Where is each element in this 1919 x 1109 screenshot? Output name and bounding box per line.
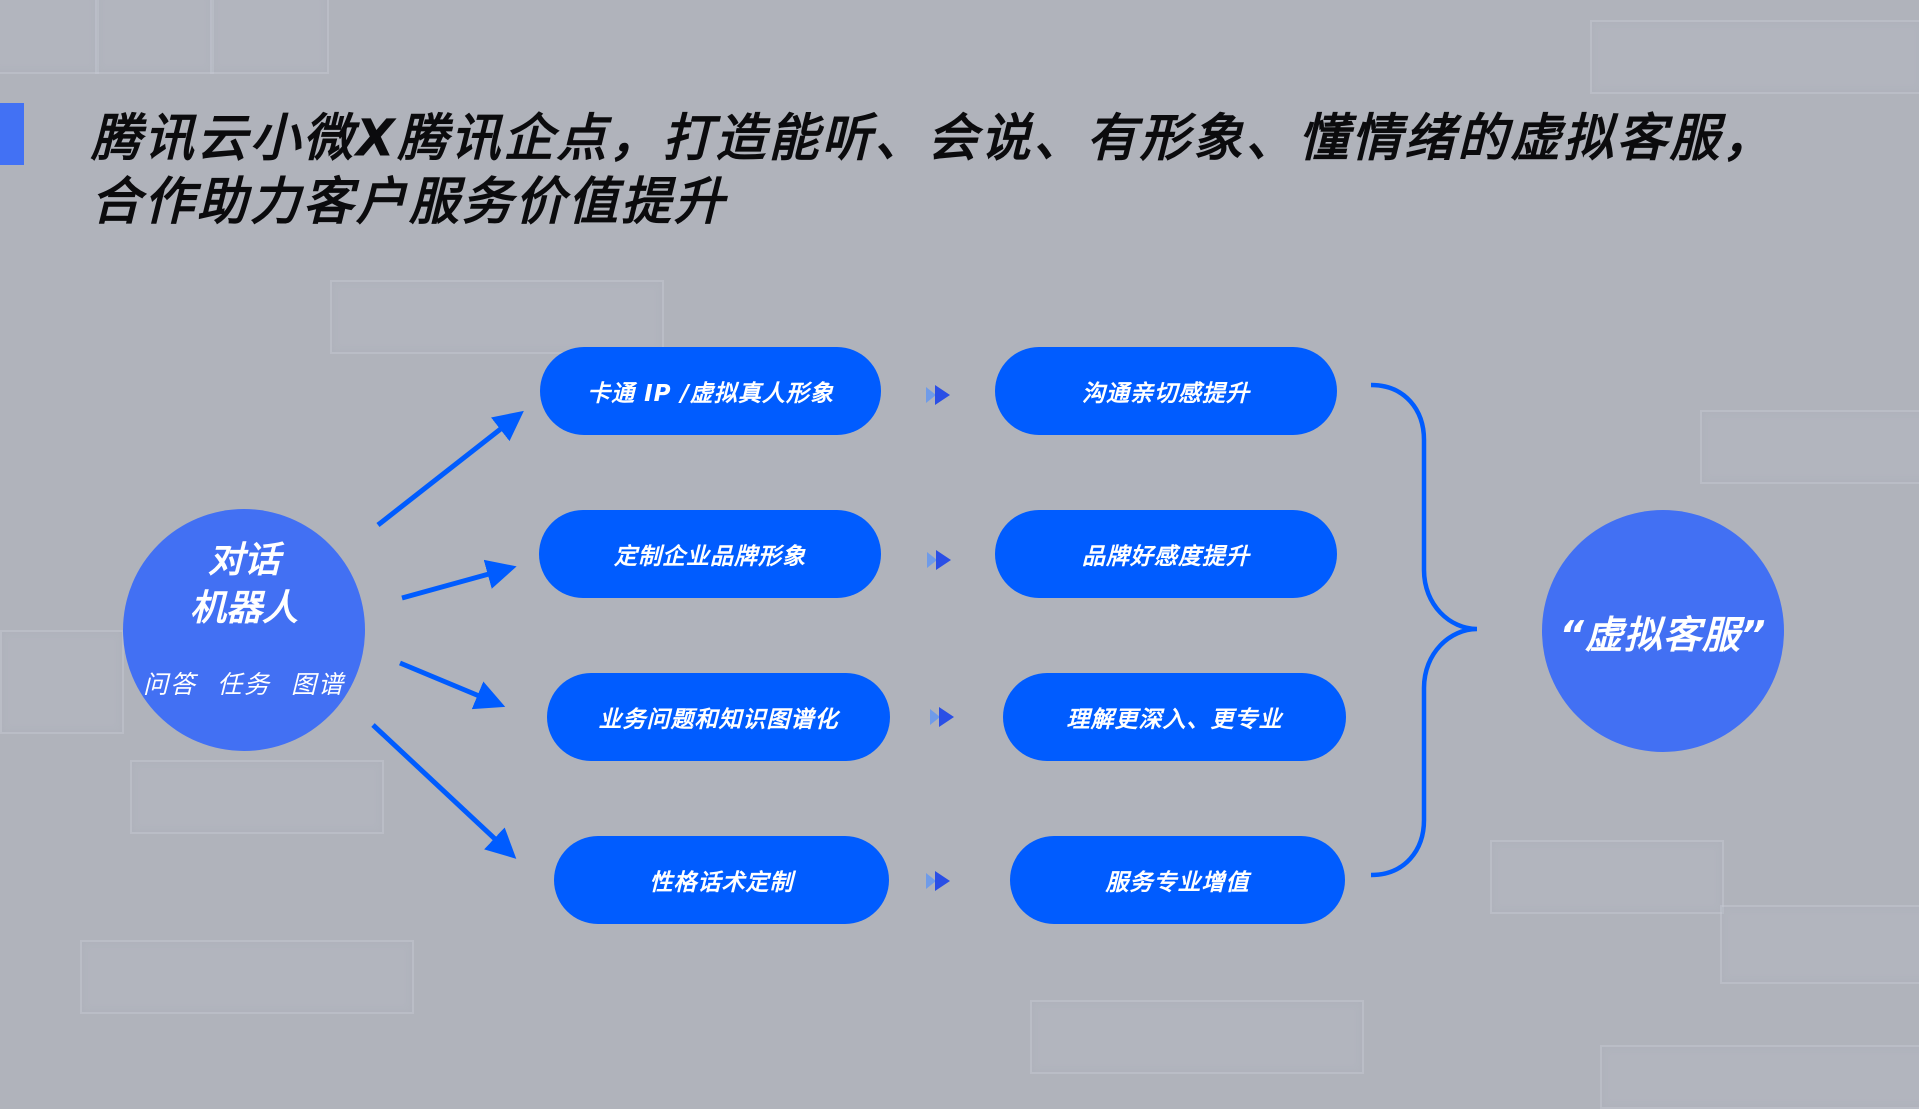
benefit-pill-communication[interactable]: 沟通亲切感提升 <box>995 347 1337 435</box>
arrow-icon <box>401 559 517 601</box>
page-title-line-2: 合作助力客户服务价值提升 <box>91 172 727 232</box>
result-node-label: “虚拟客服” <box>1559 612 1767 657</box>
feature-pill-knowledge-graph[interactable]: 业务问题和知识图谱化 <box>547 673 890 761</box>
result-node-virtual-agent: “虚拟客服” <box>1542 510 1784 752</box>
virtual-agent-flow-diagram: 对话 机器人 问答 任务 图谱 卡通 IP /虚拟真人形象 定制企业品牌形象 业… <box>123 347 1784 924</box>
double-chevron-right-icon <box>930 707 954 727</box>
page-title-line-1: 腾讯云小微X腾讯企点，打造能听、会说、有形象、懂情绪的虚拟客服， <box>91 108 1776 168</box>
benefit-pill-deeper-understanding[interactable]: 理解更深入、更专业 <box>1003 673 1346 761</box>
connector-lines <box>371 382 1478 878</box>
arrow-icon <box>399 660 506 710</box>
right-curly-brace <box>1370 382 1478 878</box>
feature-pill-personality-script[interactable]: 性格话术定制 <box>554 836 889 924</box>
source-node-capabilities: 问答 任务 图谱 <box>143 670 345 699</box>
source-node-title: 对话 机器人 <box>189 540 298 629</box>
benefit-pill-service-value[interactable]: 服务专业增值 <box>1010 836 1345 924</box>
title-accent-bar <box>0 103 24 165</box>
feature-pill-brand-image[interactable]: 定制企业品牌形象 <box>539 510 881 598</box>
double-chevron-right-icon <box>927 550 951 570</box>
page-title: 腾讯云小微X腾讯企点，打造能听、会说、有形象、懂情绪的虚拟客服， 合作助力客户服… <box>91 107 1851 233</box>
arrow-icon <box>371 723 517 859</box>
source-node-dialogue-robot: 对话 机器人 问答 任务 图谱 <box>123 509 365 751</box>
arrow-icon <box>376 410 524 527</box>
benefit-pill-brand-favorability[interactable]: 品牌好感度提升 <box>995 510 1337 598</box>
feature-pill-cartoon-ip[interactable]: 卡通 IP /虚拟真人形象 <box>540 347 881 435</box>
double-chevron-right-icon <box>926 871 950 891</box>
double-chevron-right-icon <box>926 385 950 405</box>
